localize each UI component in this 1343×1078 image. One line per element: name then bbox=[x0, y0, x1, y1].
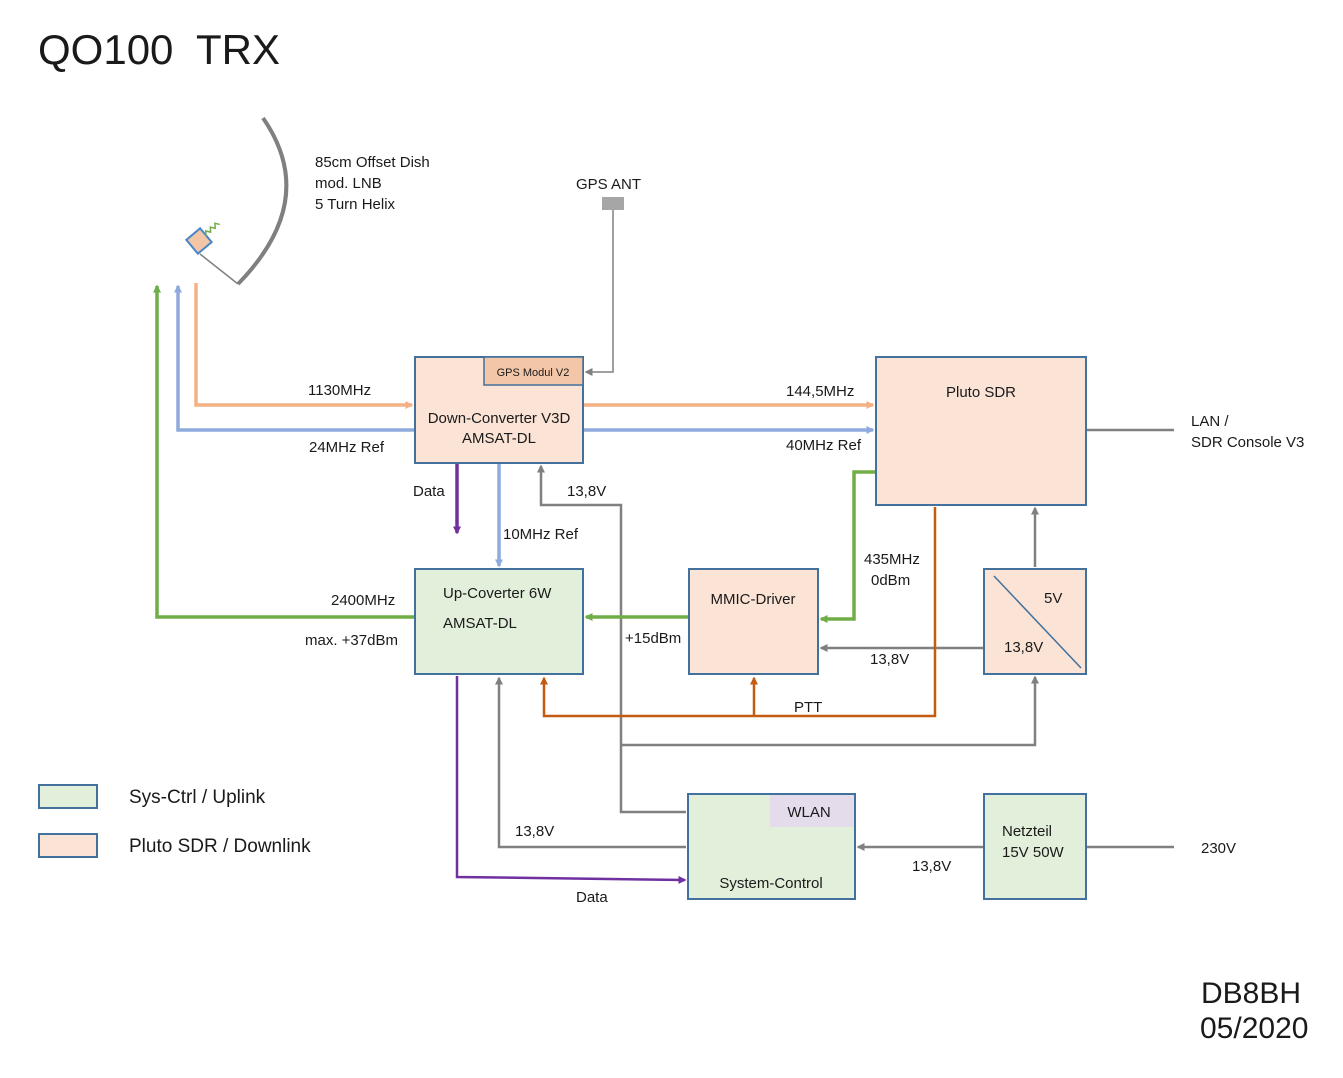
up-converter-block: Up-Coverter 6W AMSAT-DL bbox=[414, 568, 584, 675]
mmic-driver-label: MMIC-Driver bbox=[711, 591, 796, 608]
signal-ref-40: 40MHz Ref bbox=[786, 437, 862, 454]
signal-tx-in-2: 0dBm bbox=[871, 572, 910, 589]
author-label: DB8BH bbox=[1201, 977, 1301, 1010]
regulator-in-label: 13,8V bbox=[1004, 639, 1043, 656]
legend-swatch-downlink bbox=[38, 833, 98, 858]
down-converter-block: GPS Modul V2 Down-Converter V3D AMSAT-DL bbox=[414, 356, 584, 464]
gps-antenna-icon bbox=[602, 197, 624, 210]
signal-data-top: Data bbox=[413, 483, 445, 500]
signal-tx-in-1: 435MHz bbox=[864, 551, 920, 568]
power-regulator-line bbox=[621, 675, 1039, 747]
signal-rx-out: 144,5MHz bbox=[786, 383, 854, 400]
power-down-converter-line bbox=[537, 464, 686, 814]
up-converter-label-line1: Up-Coverter 6W bbox=[443, 585, 552, 602]
power-supply-label-line2: 15V 50W bbox=[1002, 844, 1065, 861]
system-control-label: System-Control bbox=[719, 875, 822, 892]
data-bottom-line bbox=[455, 676, 687, 884]
signal-v-up: 13,8V bbox=[515, 823, 554, 840]
signal-lan-2: SDR Console V3 bbox=[1191, 434, 1304, 451]
antenna-label-line1: 85cm Offset Dish bbox=[315, 154, 430, 171]
gps-antenna-label: GPS ANT bbox=[576, 176, 641, 193]
signal-ref-24: 24MHz Ref bbox=[309, 439, 385, 456]
rx-if-line bbox=[194, 283, 414, 409]
legend: Sys-Ctrl / Uplink Pluto SDR / Downlink bbox=[38, 784, 311, 858]
signal-mmic-power: +15dBm bbox=[625, 630, 681, 647]
system-control-block: WLAN System-Control bbox=[687, 793, 856, 900]
power-supply-label-line1: Netzteil bbox=[1002, 823, 1052, 840]
mmic-driver-block: MMIC-Driver bbox=[688, 568, 819, 675]
gps-cable-line bbox=[584, 210, 614, 376]
voltage-regulator-block: 5V 13,8V bbox=[983, 568, 1087, 675]
legend-label-downlink: Pluto SDR / Downlink bbox=[129, 836, 311, 857]
diagram-title: QO100 TRX bbox=[38, 26, 280, 73]
pluto-sdr-label: Pluto SDR bbox=[946, 384, 1016, 401]
wlan-badge bbox=[770, 795, 854, 827]
down-converter-label-line1: Down-Converter V3D bbox=[428, 410, 571, 427]
signal-lan-1: LAN / bbox=[1191, 413, 1229, 430]
down-converter-label-line2: AMSAT-DL bbox=[462, 430, 536, 447]
legend-swatch-uplink bbox=[38, 784, 98, 809]
signal-ptt: PTT bbox=[794, 699, 822, 716]
signal-mains: 230V bbox=[1201, 840, 1236, 857]
antenna-label-line3: 5 Turn Helix bbox=[315, 196, 396, 213]
legend-label-uplink: Sys-Ctrl / Uplink bbox=[129, 787, 266, 808]
gps-module-label: GPS Modul V2 bbox=[497, 367, 570, 379]
signal-data-bottom: Data bbox=[576, 889, 608, 906]
signal-v-psu: 13,8V bbox=[912, 858, 951, 875]
regulator-out-label: 5V bbox=[1044, 590, 1062, 607]
signal-v-mmic: 13,8V bbox=[870, 651, 909, 668]
tx-rf-line bbox=[153, 284, 414, 619]
up-converter-label-line2: AMSAT-DL bbox=[443, 615, 517, 632]
date-label: 05/2020 bbox=[1200, 1012, 1308, 1045]
regulator-diagonal bbox=[993, 575, 1082, 669]
power-up-converter-line bbox=[495, 676, 686, 849]
signal-tx-out: 2400MHz bbox=[331, 592, 395, 609]
power-supply-block: Netzteil 15V 50W bbox=[983, 793, 1087, 900]
ref-24mhz-line bbox=[174, 284, 414, 432]
ptt-line bbox=[540, 507, 937, 718]
antenna-label-line2: mod. LNB bbox=[315, 175, 382, 192]
signal-ref-10: 10MHz Ref bbox=[503, 526, 579, 543]
signal-tx-power: max. +37dBm bbox=[305, 632, 398, 649]
signal-v-dc: 13,8V bbox=[567, 483, 606, 500]
wlan-label: WLAN bbox=[787, 804, 830, 821]
dish-antenna-icon bbox=[184, 116, 289, 286]
gps-module-badge bbox=[483, 356, 584, 386]
signal-rx-if: 1130MHz bbox=[308, 382, 371, 399]
tx-in-line bbox=[819, 470, 875, 623]
pluto-sdr-block: Pluto SDR bbox=[875, 356, 1087, 506]
